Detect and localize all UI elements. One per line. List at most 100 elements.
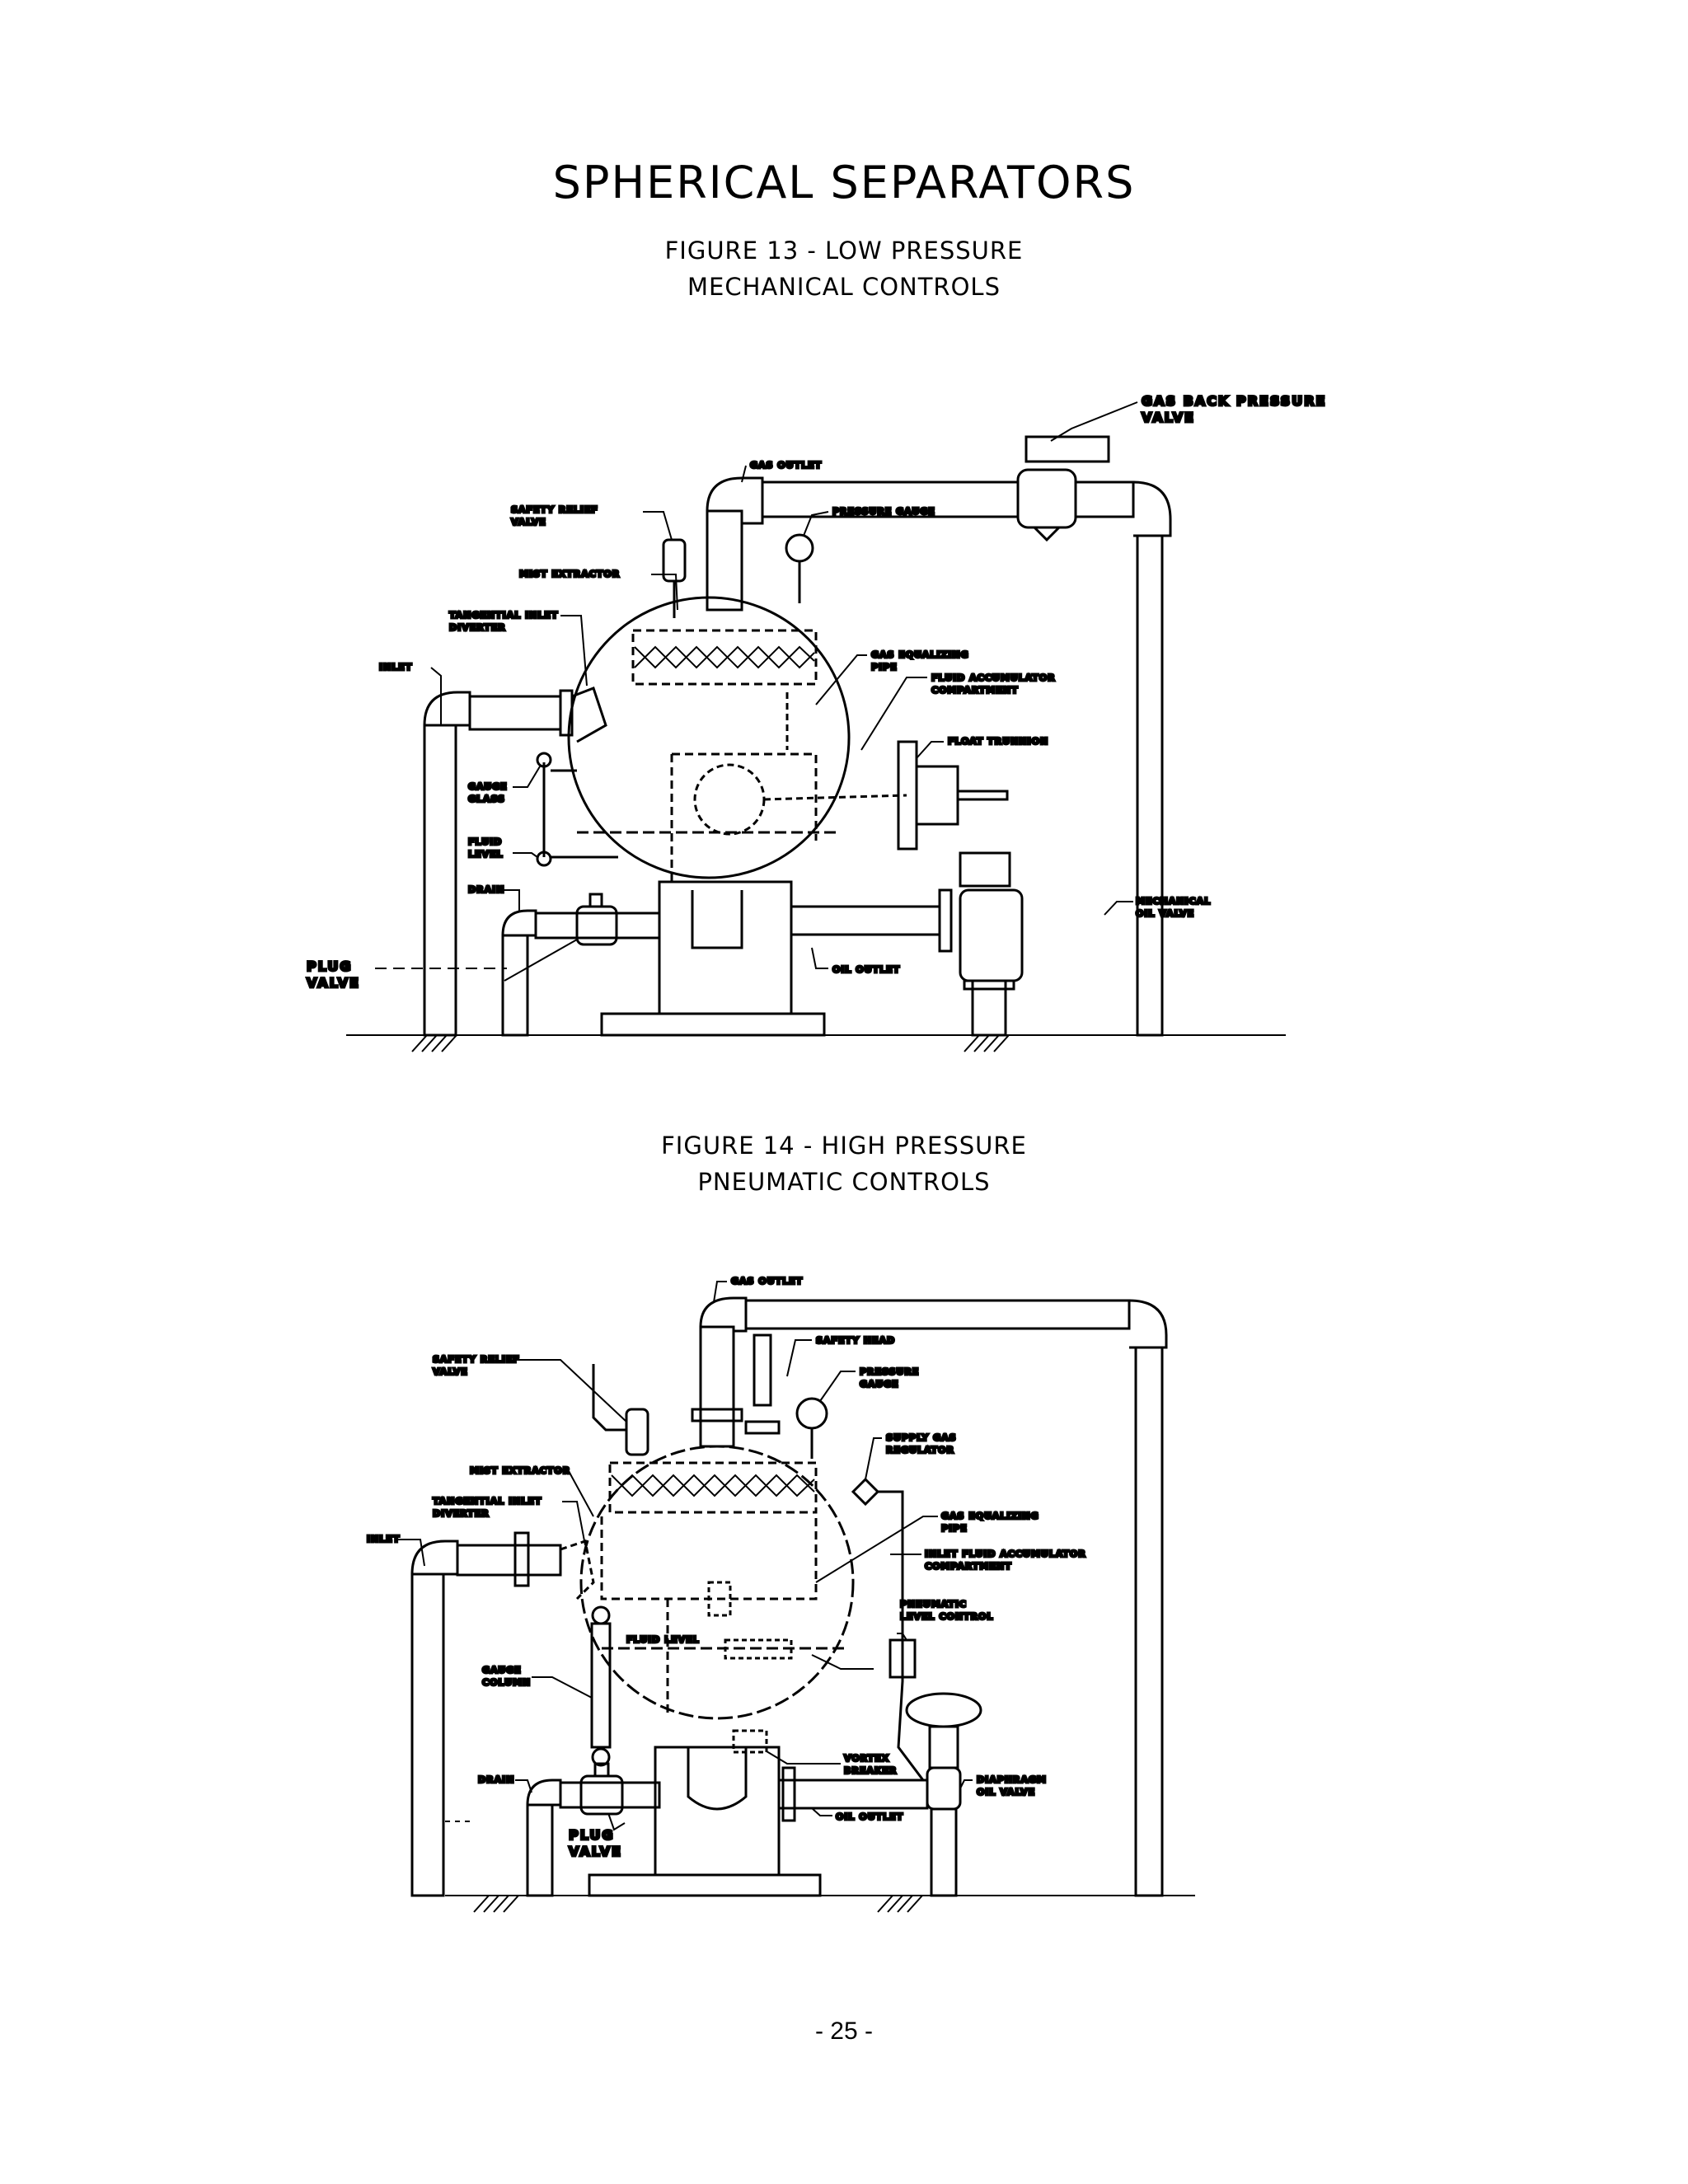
oil-outlet-pipe <box>790 905 941 936</box>
gas-back-pressure-valve-bottom <box>1033 526 1061 542</box>
label-mechanical-oil-valve-2: OIL VALVE <box>1136 908 1194 919</box>
gas-outlet-elbow <box>699 1296 748 1333</box>
label-tangential-inlet-diverter-2: DIVERTER <box>449 622 506 633</box>
label-fluid-accumulator-compartment: FLUID ACCUMULATOR <box>931 673 1056 683</box>
gas-outlet-riser <box>699 1325 735 1448</box>
label-vortex-breaker-2: BREAKER <box>844 1765 897 1776</box>
gas-outlet-flange <box>691 1408 743 1422</box>
level-float <box>724 1638 793 1660</box>
vessel-skirt <box>658 880 793 1015</box>
float-ball <box>693 763 766 836</box>
oil-valve-footing <box>963 979 1015 991</box>
inlet-horizontal <box>456 1544 562 1577</box>
inlet-elbow <box>410 1540 459 1576</box>
gas-outlet-elbow-right <box>1128 1299 1168 1349</box>
safety-relief-discharge <box>592 1364 626 1432</box>
label-safety-head: SAFETY HEAD <box>816 1335 895 1346</box>
label-oil-outlet: OIL OUTLET <box>832 964 900 975</box>
label-pressure-gauge: PRESSURE GAUGE <box>832 506 935 517</box>
supply-gas-line <box>878 1490 925 1781</box>
oil-outlet-flange <box>781 1766 796 1822</box>
mist-extractor-mesh <box>634 645 815 669</box>
vessel-skirt <box>654 1746 781 1877</box>
label-fluid-level: FLUID <box>468 837 502 847</box>
gas-equalizing-pipe <box>707 1581 732 1617</box>
oil-outlet-flange <box>938 888 953 953</box>
gauge-column-top-valve <box>591 1605 611 1625</box>
label-fluid-level-2: LEVEL <box>468 849 504 860</box>
gas-back-pressure-valve-top <box>1025 435 1110 463</box>
inlet-riser <box>410 1572 445 1897</box>
gas-outlet-elbow <box>706 476 764 525</box>
label-inlet-fluid-accumulator-2: COMPARTMENT <box>925 1561 1012 1572</box>
label-tangential-inlet-diverter: TANGENTIAL INLET <box>449 610 558 621</box>
label-inlet-fluid-accumulator: INLET FLUID ACCUMULATOR <box>925 1549 1086 1559</box>
plug-valve-stem <box>593 1762 610 1778</box>
label-gas-equalizing-pipe: GAS EQUALIZING <box>871 649 969 660</box>
label-gas-equalizing-pipe-2: PIPE <box>871 662 898 673</box>
mist-extractor-mesh <box>611 1474 815 1497</box>
gas-outlet-downcomer <box>1136 534 1164 1037</box>
oil-outlet-pipe <box>777 1779 929 1810</box>
label-gas-equalizing-pipe-2: PIPE <box>941 1523 968 1534</box>
label-tangential-inlet-diverter: TANGENTIAL INLET <box>433 1496 542 1507</box>
gas-outlet-elbow-right <box>1132 480 1172 537</box>
inlet-fluid-accumulator-compartment <box>600 1516 818 1601</box>
label-drain: DRAIN <box>478 1774 514 1785</box>
label-plug-valve: PLUG <box>569 1827 614 1843</box>
vessel-sump <box>691 890 743 949</box>
inlet-flange <box>513 1531 530 1587</box>
label-mist-extractor: MIST EXTRACTOR <box>470 1465 570 1476</box>
label-drain: DRAIN <box>468 884 504 895</box>
label-float-trunnion: FLOAT TRUNNION <box>948 736 1048 747</box>
label-pressure-gauge-2: GAUGE <box>860 1379 899 1390</box>
gas-outlet-downcomer <box>1134 1346 1164 1897</box>
figure-14-caption: FIGURE 14 - HIGH PRESSURE PNEUMATIC CONT… <box>0 1127 1688 1200</box>
label-supply-gas-regulator-2: REGULATOR <box>886 1445 954 1455</box>
label-gauge-column-2: COLUMN <box>482 1677 531 1688</box>
drain-riser <box>526 1803 554 1897</box>
drain-pipe <box>534 912 661 940</box>
inlet-horizontal <box>468 695 562 731</box>
gauge-glass-bottom-valve <box>536 851 552 867</box>
mechanical-oil-valve-top <box>959 851 1011 888</box>
label-safety-relief-valve-2: VALVE <box>511 517 546 527</box>
label-pneumatic-level-control: PNEUMATIC <box>900 1599 967 1610</box>
diaphragm-oil-valve-body <box>926 1766 962 1811</box>
label-plug-valve-2: VALVE <box>569 1844 622 1859</box>
trunnion-body <box>915 765 959 826</box>
gas-outlet-riser <box>706 509 743 612</box>
vessel-base-plate <box>600 1012 826 1037</box>
inlet-elbow <box>423 691 471 727</box>
figure-14-leader-lines <box>398 1281 973 1831</box>
label-pneumatic-level-control-2: LEVEL CONTROL <box>900 1611 993 1622</box>
gas-outlet-header-right <box>1074 480 1135 518</box>
label-inlet: INLET <box>379 662 412 673</box>
page-title: SPHERICAL SEPARATORS <box>552 157 1136 209</box>
label-gas-outlet: GAS OUTLET <box>731 1276 803 1286</box>
label-inlet: INLET <box>367 1534 400 1544</box>
safety-head <box>753 1333 772 1407</box>
gas-back-pressure-valve-body <box>1016 468 1077 529</box>
safety-head-flange <box>744 1420 781 1435</box>
label-gauge-glass: GAUGE <box>468 781 508 792</box>
drain-elbow <box>526 1779 562 1807</box>
label-mechanical-oil-valve: MECHANICAL <box>1136 896 1211 907</box>
figure-13-diagram: GAS BACK PRESSURE VALVE GAS OUTLET SAFET… <box>306 392 1326 1052</box>
ground-hatch-left <box>473 1895 519 1913</box>
label-gauge-column: GAUGE <box>482 1665 522 1675</box>
diaphragm-yoke <box>928 1725 959 1769</box>
label-safety-relief-valve: SAFETY RELIEF <box>511 504 598 515</box>
label-gas-equalizing-pipe: GAS EQUALIZING <box>941 1511 1039 1521</box>
safety-relief-valve <box>625 1408 649 1456</box>
label-plug-valve: PLUG <box>307 958 352 974</box>
float-trunnion <box>897 740 918 851</box>
gauge-glass-top-valve <box>536 752 552 768</box>
vessel-sump <box>687 1747 748 1811</box>
tangential-inlet-diverter <box>571 687 607 743</box>
figure-14-caption-line-1: FIGURE 14 - HIGH PRESSURE <box>661 1132 1027 1160</box>
fluid-accumulator-compartment <box>670 752 818 882</box>
supply-gas-regulator <box>851 1477 880 1507</box>
mechanical-oil-valve <box>959 888 1024 982</box>
gas-outlet-header <box>744 1299 1131 1330</box>
